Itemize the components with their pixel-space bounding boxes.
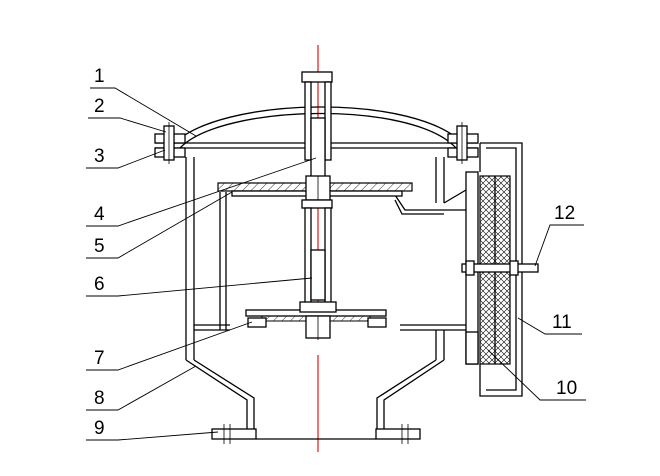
label-8: 8 <box>94 388 105 409</box>
leader-lines <box>86 87 586 441</box>
inner-cage <box>194 192 466 331</box>
valve-body <box>185 157 445 430</box>
tie-bolt <box>461 260 539 276</box>
label-4: 4 <box>94 204 105 225</box>
label-11: 11 <box>552 312 572 333</box>
label-10: 10 <box>556 378 577 399</box>
label-3: 3 <box>94 146 105 167</box>
vacuum-pallet <box>245 301 387 339</box>
stem-guide <box>301 71 333 179</box>
pressure-pallet <box>217 175 413 201</box>
label-6: 6 <box>94 274 105 295</box>
stem-rod <box>301 199 333 309</box>
label-5: 5 <box>94 236 105 257</box>
label-2: 2 <box>94 96 105 117</box>
bottom-flange <box>211 424 421 444</box>
label-12: 12 <box>554 203 575 224</box>
label-9: 9 <box>94 418 105 439</box>
flange-bolts <box>163 122 468 164</box>
label-7: 7 <box>94 348 105 369</box>
label-1: 1 <box>94 66 105 87</box>
part-labels: 1 2 3 4 5 6 7 8 9 10 11 12 <box>94 66 577 439</box>
